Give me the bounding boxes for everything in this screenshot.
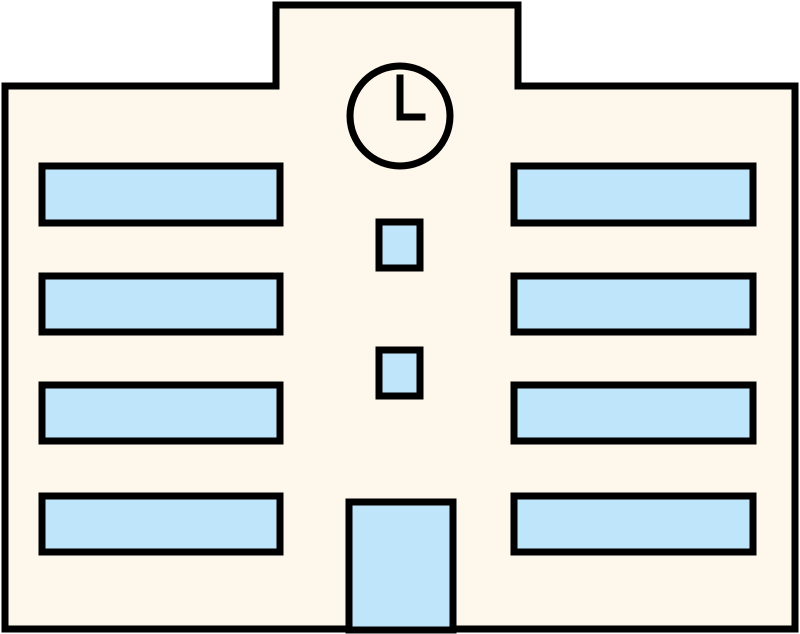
clock-hands (396, 74, 426, 121)
window-left-2 (38, 272, 284, 336)
window-right-3 (510, 381, 757, 445)
window-right-4 (510, 492, 757, 556)
right-windows (510, 162, 757, 556)
window-center-2 (375, 346, 424, 400)
window-left-4 (38, 492, 284, 556)
left-windows (38, 162, 284, 556)
window-right-2 (510, 272, 757, 336)
window-left-1 (38, 162, 284, 227)
door (345, 498, 457, 634)
window-right-1 (510, 162, 757, 227)
clock-icon (346, 62, 454, 170)
window-center-1 (375, 218, 424, 272)
window-left-3 (38, 381, 284, 445)
center-windows (375, 218, 424, 400)
